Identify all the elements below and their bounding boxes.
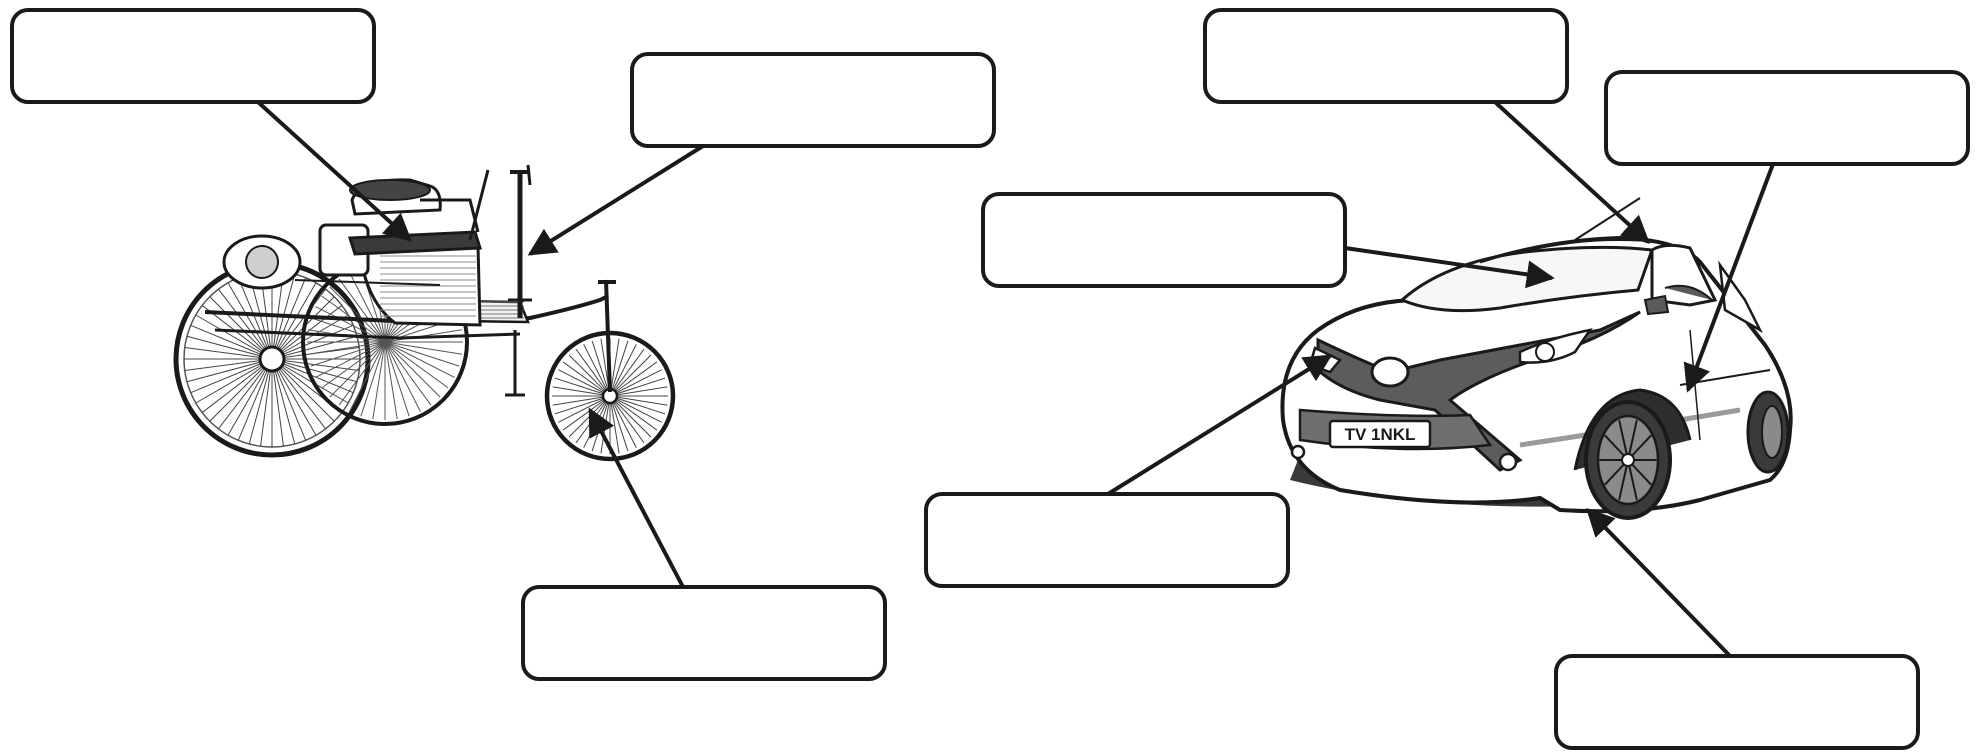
arrow-old-wheel <box>588 407 685 588</box>
modern-car-mirror <box>1643 294 1670 316</box>
modern-car-illustration: TV 1NKL <box>1280 197 1793 520</box>
label-boxes <box>10 8 1970 750</box>
label-box-new-headlight[interactable] <box>924 492 1290 588</box>
label-box-new-wheel[interactable] <box>1554 654 1920 750</box>
old-car-steering <box>468 164 532 318</box>
label-box-old-seat[interactable] <box>10 8 376 104</box>
arrow-old-steering <box>527 144 705 256</box>
plate-text: TV 1NKL <box>1345 425 1416 444</box>
arrow-new-roof <box>1493 100 1651 244</box>
arrow-old-seat <box>256 100 413 242</box>
arrow-new-door <box>1683 163 1775 393</box>
old-car-chassis <box>204 244 609 397</box>
label-box-new-roof[interactable] <box>1203 8 1569 104</box>
arrow-new-windscreen <box>1344 246 1555 289</box>
label-box-new-door[interactable] <box>1604 70 1970 166</box>
old-car-seat <box>347 178 483 256</box>
pointer-arrows <box>256 100 1775 658</box>
modern-car-number-plate: TV 1NKL <box>1328 419 1432 449</box>
label-box-old-wheel[interactable] <box>521 585 887 681</box>
arrow-new-wheel <box>1586 507 1732 658</box>
old-car-front-wheel <box>544 279 676 462</box>
label-box-new-windscreen[interactable] <box>981 192 1347 288</box>
label-box-old-steering[interactable] <box>630 52 996 148</box>
old-motor-car-illustration <box>173 164 676 462</box>
old-car-rear-wheel <box>173 260 371 458</box>
modern-car-front-wheel <box>1573 388 1692 520</box>
modern-car-emblem <box>1370 356 1410 388</box>
modern-car-rear-wheel <box>1746 390 1790 474</box>
arrow-new-headlight <box>1106 354 1333 496</box>
